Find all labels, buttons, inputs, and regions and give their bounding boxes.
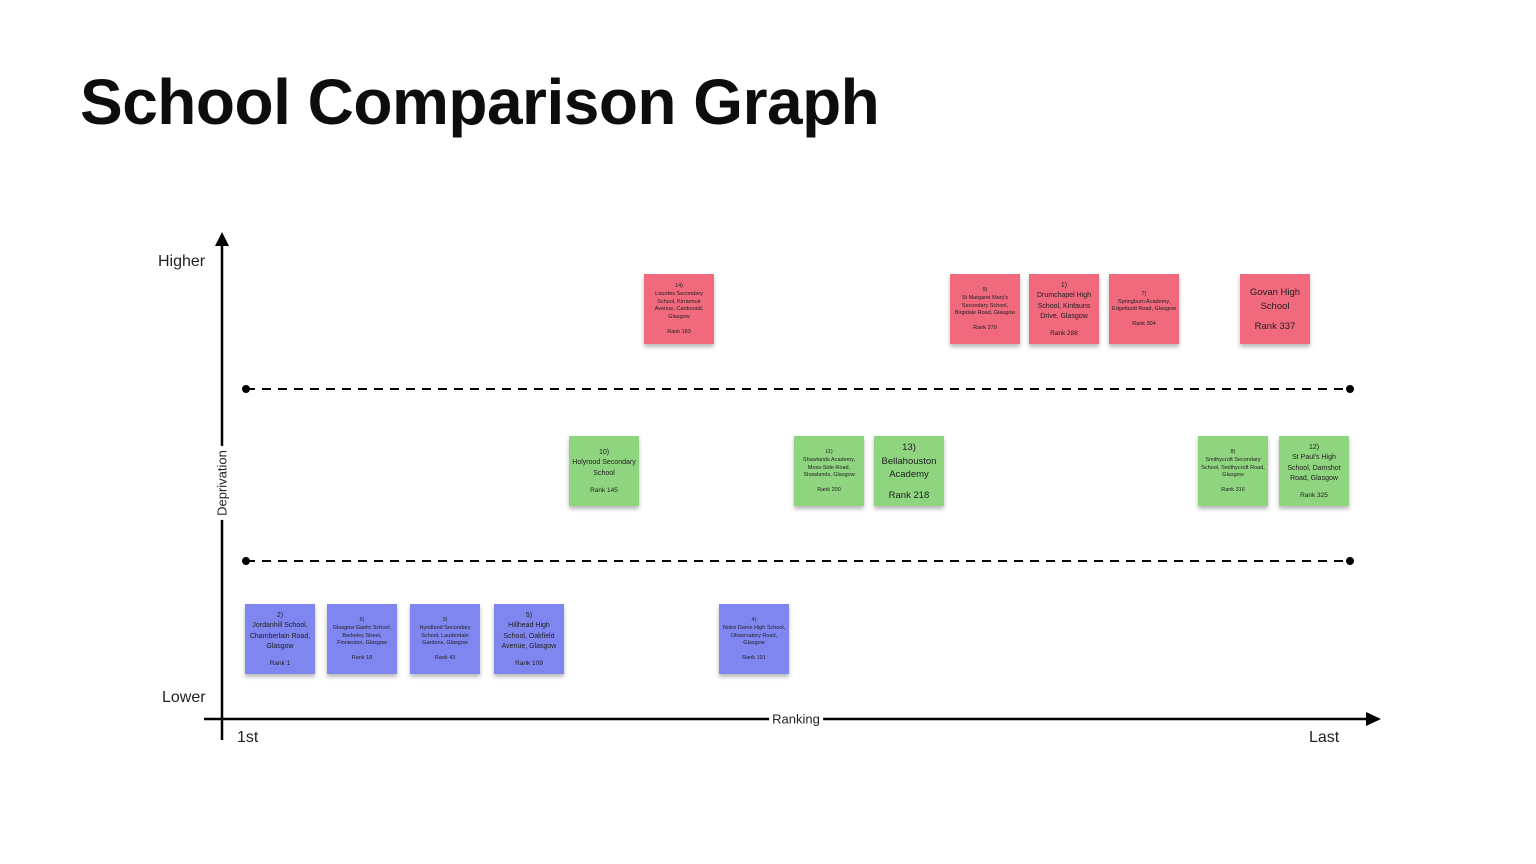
note-rank: Rank 191 [742, 655, 766, 662]
divider-lower-start-dot [242, 557, 250, 565]
x-axis-last-label: Last [1309, 729, 1340, 746]
divider-upper-start-dot [242, 385, 250, 393]
note-text: 11) Shawlands Academy, Moss-Side Road, S… [802, 448, 856, 479]
note-rank: Rank 183 [667, 329, 691, 336]
note-rank: Rank 325 [1300, 491, 1328, 499]
note-text: 2) Jordanhill School, Chamberlain Road, … [249, 612, 311, 650]
y-axis-arrow [215, 232, 229, 246]
sticky-note-notre-dame[interactable]: 4) Notre Dame High School, Observatory R… [719, 604, 789, 674]
sticky-note-st-pauls[interactable]: 12) St Paul's High School, Damshot Road,… [1279, 436, 1349, 506]
sticky-note-drumchapel[interactable]: 1) Drumchapel High School, Kinfauns Driv… [1029, 274, 1099, 344]
note-rank: Rank 200 [817, 487, 841, 494]
note-text: 9) St Margaret Mary's Secondary School, … [954, 286, 1016, 317]
x-axis-title: Ranking [769, 711, 823, 727]
note-rank: Rank 304 [1132, 321, 1156, 328]
note-rank: Rank 288 [1050, 329, 1078, 337]
y-axis-high-label: Higher [158, 253, 206, 270]
sticky-note-st-margaret-marys[interactable]: 9) St Margaret Mary's Secondary School, … [950, 274, 1020, 344]
note-text: 7) Springburn Academy, Edgefauld Road, G… [1112, 290, 1176, 313]
y-axis-low-label: Lower [162, 689, 206, 706]
note-text: 1) Drumchapel High School, Kinfauns Driv… [1036, 282, 1092, 320]
note-text: 4) Notre Dame High School, Observatory R… [722, 616, 786, 647]
page-title: School Comparison Graph [80, 66, 880, 138]
sticky-note-holyrood[interactable]: 10) Holyrood Secondary School Rank 145 [569, 436, 639, 506]
note-text: 14) Lourdes Secondary School, Kirriemuir… [654, 282, 704, 321]
note-rank: Rank 337 [1254, 321, 1296, 333]
divider-upper-end-dot [1346, 385, 1354, 393]
sticky-note-bellahouston[interactable]: 13) Bellahouston Academy Rank 218 [874, 436, 944, 506]
note-text: 8) Smithycroft Secondary School, Smithyc… [1201, 448, 1265, 479]
note-text: 12) St Paul's High School, Damshot Road,… [1287, 444, 1341, 482]
note-text: Govan High School [1249, 286, 1301, 312]
note-text: 6) Glasgow Gaelic School, Berkeley Stree… [332, 616, 392, 647]
sticky-note-smithycroft[interactable]: 8) Smithycroft Secondary School, Smithyc… [1198, 436, 1268, 506]
sticky-note-glasgow-gaelic[interactable]: 6) Glasgow Gaelic School, Berkeley Stree… [327, 604, 397, 674]
sticky-note-springburn[interactable]: 7) Springburn Academy, Edgefauld Road, G… [1109, 274, 1179, 344]
note-rank: Rank 18 [351, 655, 373, 662]
note-text: 3) Hyndland Secondary School, Lauderdale… [419, 616, 471, 647]
x-axis-first-label: 1st [237, 729, 259, 746]
note-text: 13) Bellahouston Academy [881, 441, 937, 481]
sticky-note-hillhead[interactable]: 5) Hillhead High School, Oakfield Avenue… [494, 604, 564, 674]
sticky-note-govan[interactable]: Govan High School Rank 337 [1240, 274, 1310, 344]
note-text: 5) Hillhead High School, Oakfield Avenue… [501, 612, 557, 650]
note-rank: Rank 316 [1221, 487, 1245, 494]
sticky-note-lourdes[interactable]: 14) Lourdes Secondary School, Kirriemuir… [644, 274, 714, 344]
divider-lower-end-dot [1346, 557, 1354, 565]
note-rank: Rank 1 [269, 659, 291, 667]
note-rank: Rank 279 [973, 325, 997, 332]
sticky-note-hyndland[interactable]: 3) Hyndland Secondary School, Lauderdale… [410, 604, 480, 674]
sticky-note-shawlands[interactable]: 11) Shawlands Academy, Moss-Side Road, S… [794, 436, 864, 506]
y-axis-title: Deprivation [214, 446, 230, 520]
sticky-note-jordanhill[interactable]: 2) Jordanhill School, Chamberlain Road, … [245, 604, 315, 674]
note-text: 10) Holyrood Secondary School [572, 449, 636, 477]
x-axis-arrow [1366, 712, 1381, 726]
note-rank: Rank 145 [590, 486, 618, 494]
note-rank: Rank 218 [888, 490, 930, 502]
note-rank: Rank 43 [434, 655, 456, 662]
note-rank: Rank 109 [515, 659, 543, 667]
